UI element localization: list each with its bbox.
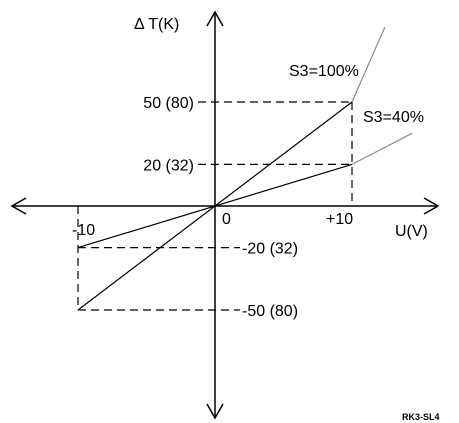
x-tick-label: -10: [72, 222, 95, 239]
series-extension-line: [351, 132, 413, 165]
series-extension-line: [351, 26, 386, 103]
x-tick-label: +10: [326, 211, 353, 228]
series-group: [77, 26, 413, 311]
origin-label: 0: [222, 211, 231, 228]
y-axis-bottom-arrow: [206, 403, 224, 420]
x-axis-label: U(V): [395, 223, 428, 240]
y-tick-label: 20 (32): [143, 157, 194, 174]
footnote: RK3-SL4: [402, 412, 440, 422]
guide-lines: [77, 101, 353, 311]
series-label-s3-100: S3=100%: [289, 63, 359, 80]
y-tick-label: -20 (32): [242, 241, 298, 258]
x-axis-left-arrow: [10, 197, 27, 215]
axes: -10 +10 50 (80) 20 (32) -20 (32) -50 (80): [10, 10, 440, 420]
y-axis-top-arrow: [206, 10, 224, 27]
series-line: [77, 163, 353, 249]
labels: Δ T(K) U(V) 0 S3=100% S3=40% RK3-SL4: [134, 16, 440, 422]
y-tick-label: 50 (80): [143, 95, 194, 112]
series-label-s3-40: S3=40%: [363, 109, 424, 126]
y-tick-label: -50 (80): [242, 303, 298, 320]
y-axis-label: Δ T(K): [134, 16, 179, 33]
x-axis-right-arrow: [423, 197, 440, 215]
